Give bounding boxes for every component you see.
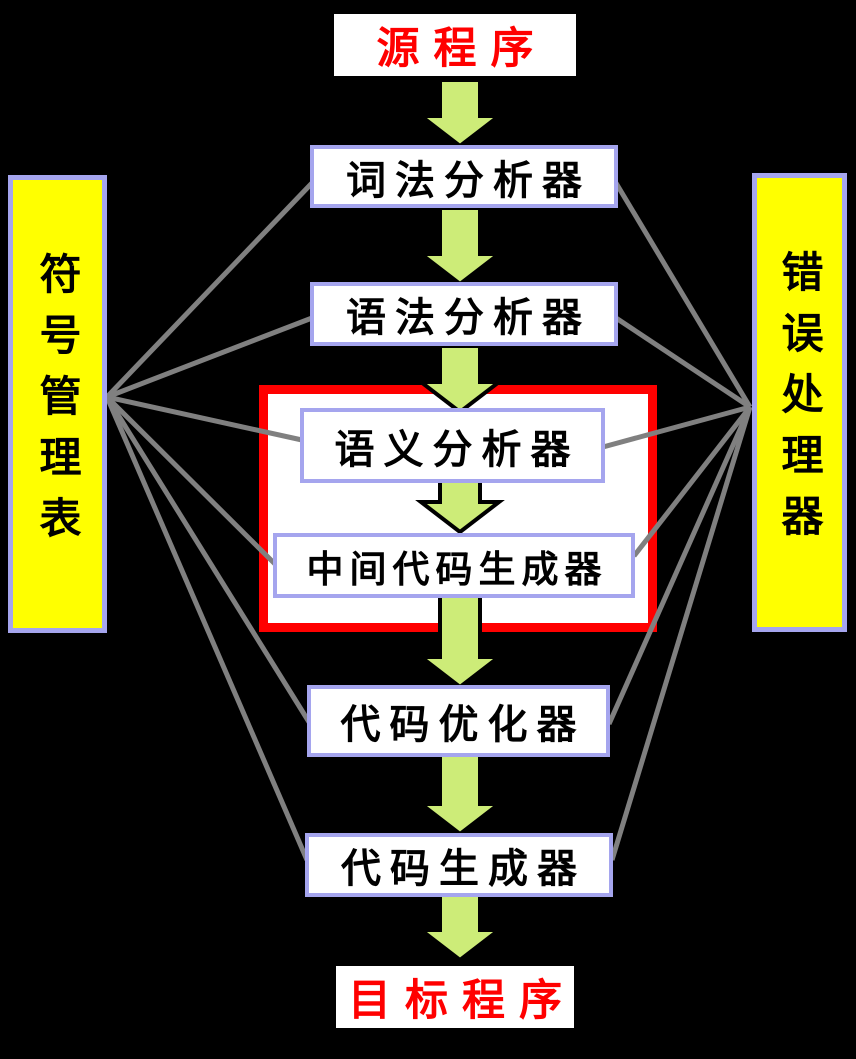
connector-left-lexical [105, 181, 314, 399]
arrow-intermediate-to-optimizer [415, 594, 505, 690]
symbol-table-panel: 符号管理表 [8, 175, 107, 633]
connector-right-optimizer [606, 405, 753, 726]
connector-left-generator [104, 396, 310, 861]
node-code-generator: 代码生成器 [305, 833, 613, 897]
node-semantic-analyzer: 语义分析器 [300, 408, 605, 483]
connector-right-syntax [614, 315, 752, 410]
connector-left-optimizer [104, 395, 312, 724]
node-syntax-analyzer: 语法分析器 [310, 282, 618, 346]
symbol-table-label: 符号管理表 [34, 251, 81, 557]
connector-left-syntax [106, 315, 313, 400]
connector-right-lexical [613, 181, 753, 409]
flow-arrows [415, 78, 505, 963]
connector-left-intermediate [105, 395, 278, 567]
source-program-box: 源程序 [330, 10, 580, 80]
left-connector-lines [104, 181, 314, 861]
arrow-semantic-to-intermediate [415, 479, 505, 535]
arrow-lexical-to-syntax [415, 206, 505, 287]
right-connector-lines [602, 181, 753, 861]
node-intermediate-code-generator: 中间代码生成器 [273, 533, 635, 598]
connector-right-semantic [602, 404, 751, 450]
arrow-generator-to-target [415, 893, 505, 963]
arrow-syntax-to-semantic [415, 344, 505, 415]
arrow-optimizer-to-generator [415, 753, 505, 837]
node-lexical-analyzer: 词法分析器 [310, 145, 618, 208]
error-handler-panel: 错误处理器 [752, 173, 847, 632]
node-code-optimizer: 代码优化器 [307, 685, 610, 757]
connector-left-semantic [106, 394, 303, 443]
connector-right-intermediate [632, 405, 752, 558]
arrow-source-to-lexical [415, 78, 505, 149]
connector-right-generator [609, 406, 753, 861]
error-handler-label: 错误处理器 [776, 250, 823, 555]
target-program-box: 目标程序 [332, 962, 578, 1032]
